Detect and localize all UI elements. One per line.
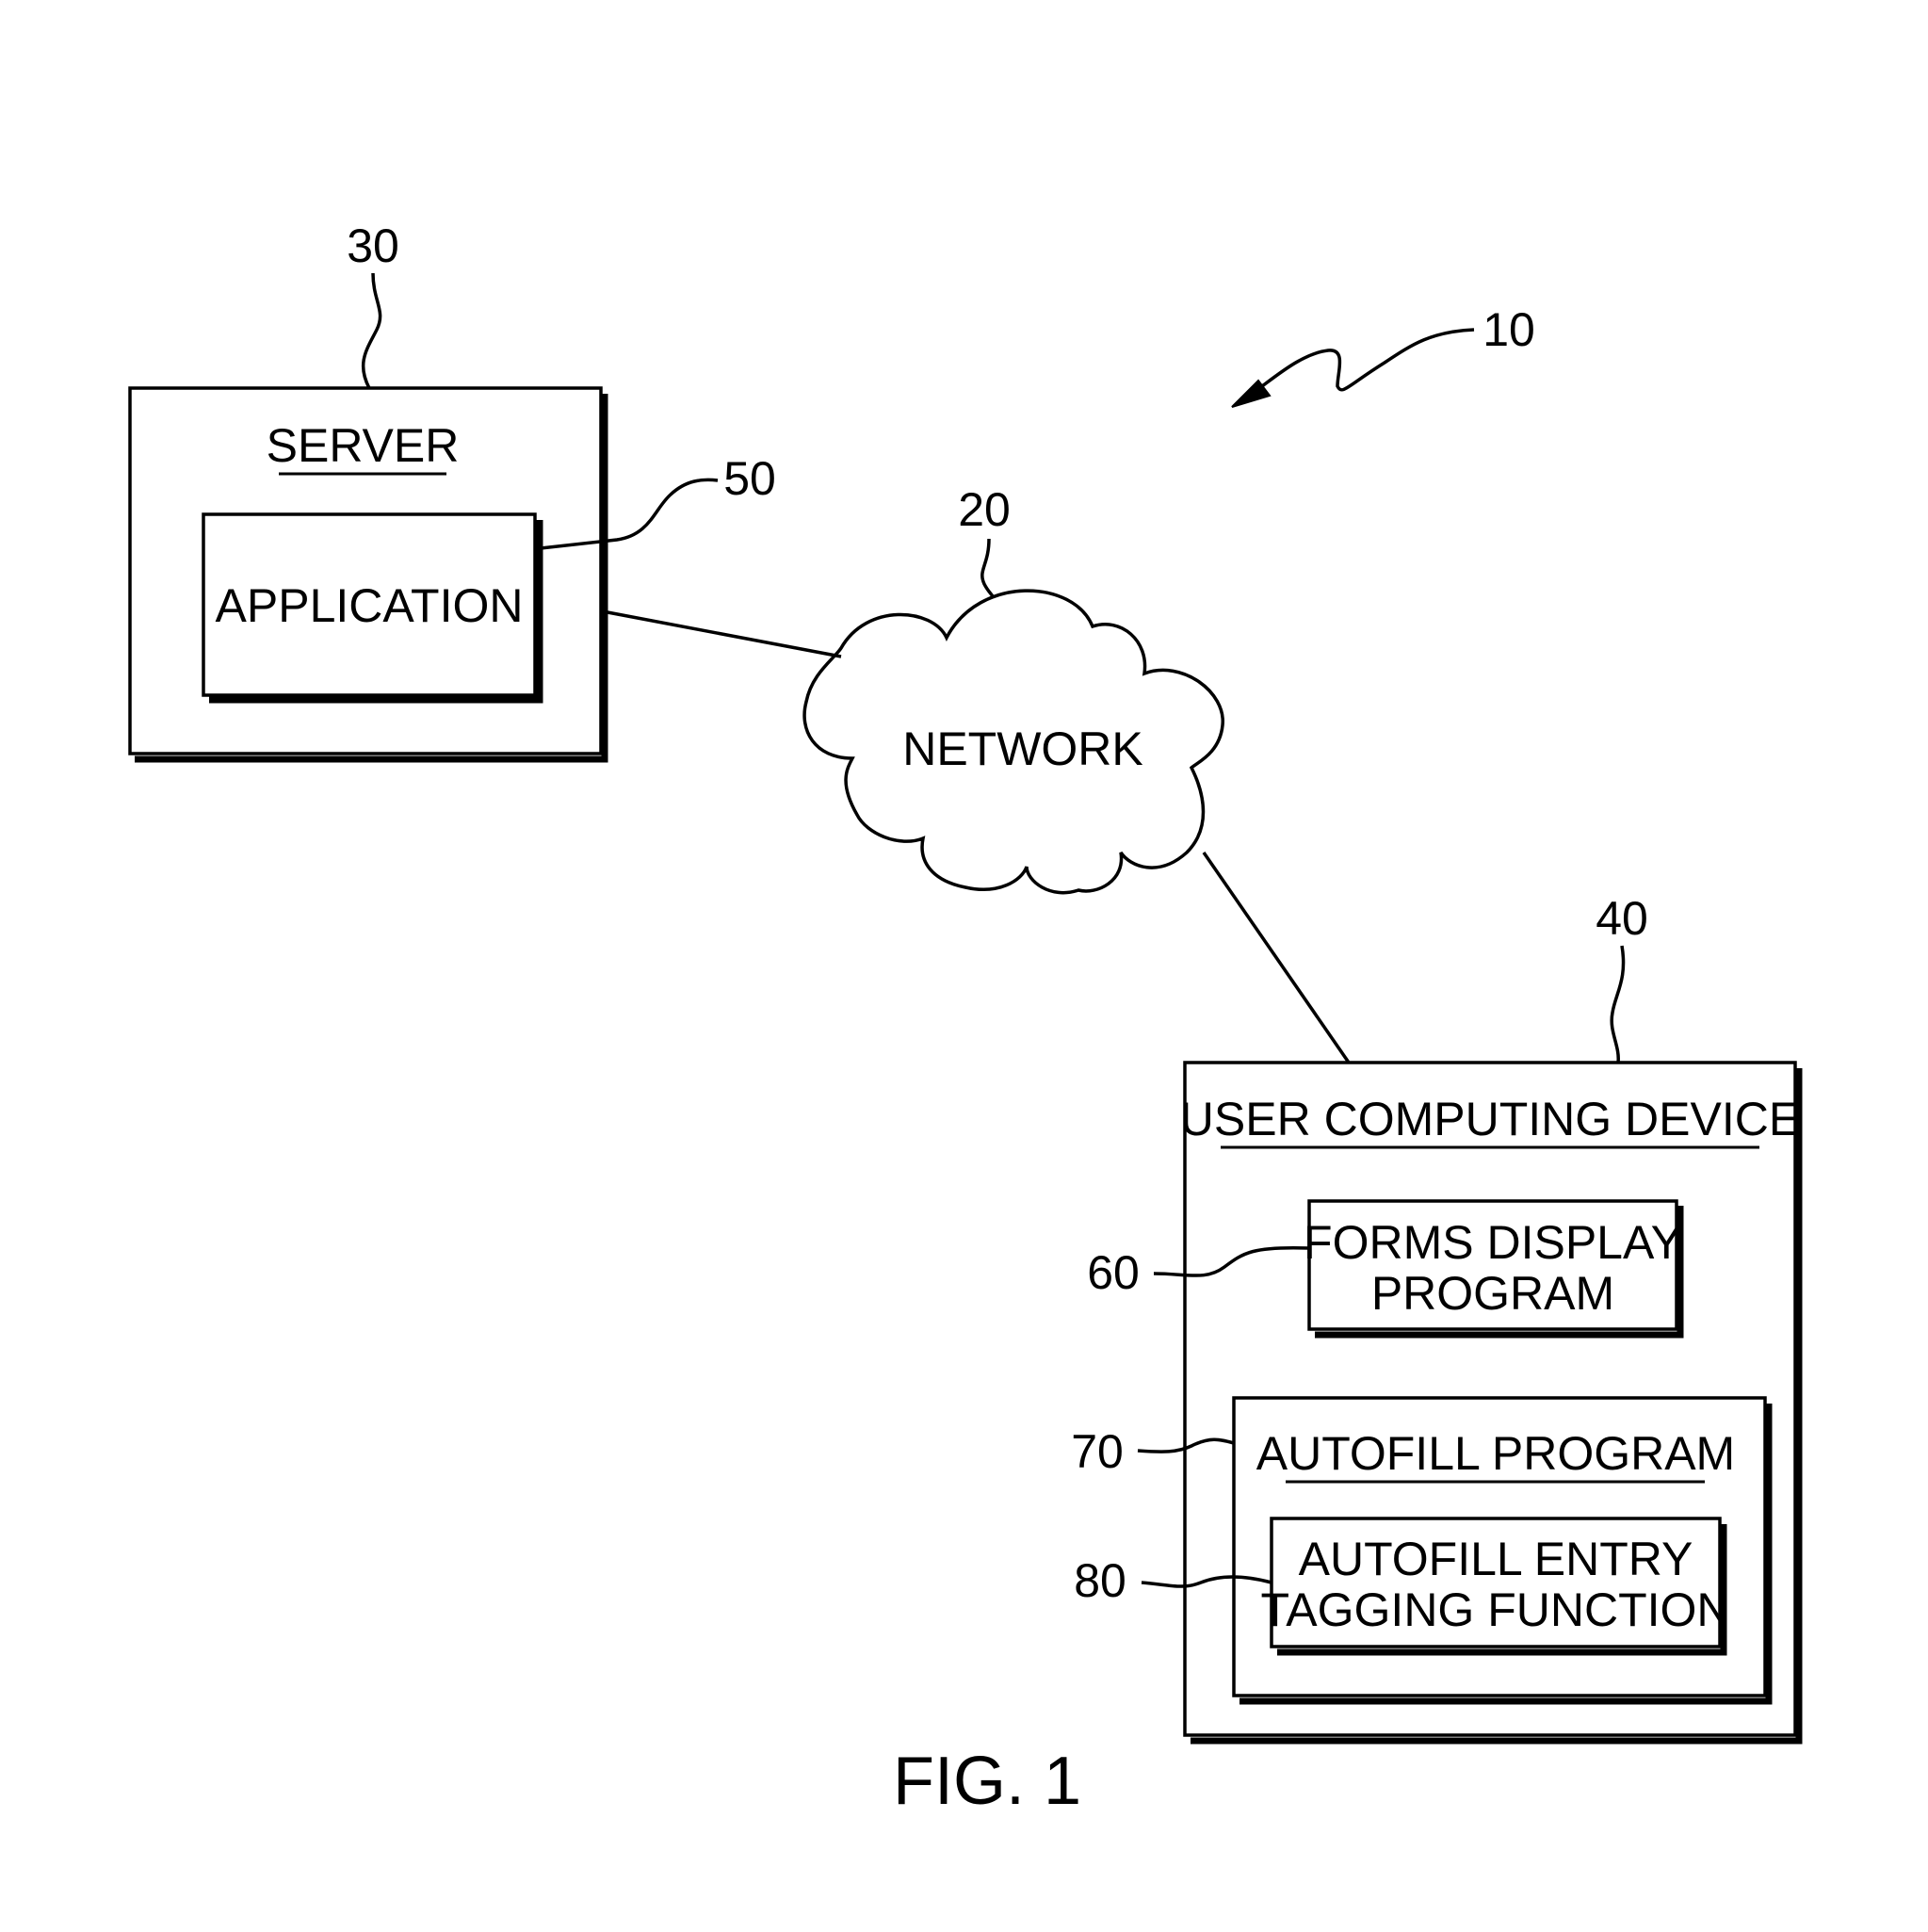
- ref-80: 80: [1074, 1554, 1126, 1607]
- system-arrow: [1232, 330, 1474, 407]
- tagging-function-line1: AUTOFILL ENTRY: [1299, 1533, 1693, 1585]
- tagging-function-line2: TAGGING FUNCTION: [1260, 1583, 1730, 1636]
- ref-50: 50: [723, 452, 776, 505]
- forms-display-line2: PROGRAM: [1371, 1267, 1614, 1320]
- user-device-label: USER COMPUTING DEVICE: [1180, 1093, 1800, 1145]
- leader-40: [1612, 946, 1623, 1063]
- application-label: APPLICATION: [216, 579, 524, 632]
- leader-20: [982, 539, 996, 603]
- ref-30: 30: [347, 219, 399, 272]
- link-server-network: [608, 612, 841, 657]
- link-network-device: [1204, 852, 1349, 1063]
- server-label: SERVER: [267, 419, 460, 472]
- ref-20: 20: [958, 483, 1011, 536]
- figure-label: FIG. 1: [893, 1744, 1081, 1819]
- autofill-program-label: AUTOFILL PROGRAM: [1256, 1427, 1735, 1480]
- network-label: NETWORK: [902, 722, 1143, 775]
- leader-30: [364, 273, 381, 388]
- network-cloud: NETWORK: [804, 591, 1223, 893]
- tagging-function-block: AUTOFILL ENTRY TAGGING FUNCTION: [1260, 1518, 1730, 1652]
- forms-display-line1: FORMS DISPLAY: [1304, 1216, 1682, 1269]
- application-block: APPLICATION: [203, 514, 540, 700]
- ref-10: 10: [1482, 303, 1535, 356]
- ref-60: 60: [1087, 1246, 1140, 1299]
- ref-40: 40: [1596, 892, 1648, 945]
- ref-70: 70: [1071, 1425, 1124, 1478]
- forms-display-block: FORMS DISPLAY PROGRAM: [1304, 1201, 1682, 1335]
